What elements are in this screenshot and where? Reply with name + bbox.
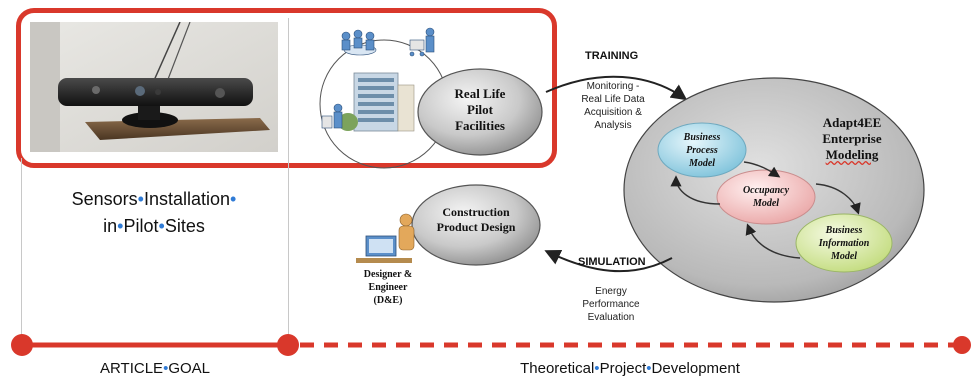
business-information-bubble [795,213,893,273]
designer-label: Designer &Engineer(D&E) [363,269,413,306]
left-border-line [21,158,22,343]
project-development-label: Theoretical•Project•Development [520,360,740,377]
training-arrow [545,75,688,101]
training-label: TRAINING [585,50,639,62]
occupancy-bubble [716,169,816,225]
middle-divider-line [288,18,289,343]
sensors-caption-line1: Sensors•Installation• [71,189,237,209]
sensor-photo [30,21,278,152]
person-clipboard-icon [321,103,343,129]
timeline-start-dot [11,334,33,356]
timeline-middle-dot [277,334,299,356]
article-goal-label: ARTICLE•GOAL [99,360,211,377]
construction-bubble [411,184,541,266]
simulation-arrow [544,249,673,273]
sensors-caption: Sensors•Installation• in•Pilot•Sites [30,186,278,240]
sensor-device-photo [30,21,278,152]
office-building-icon [338,72,415,132]
people-meeting-icon [341,29,377,56]
person-cart-icon [409,27,435,57]
business-process-bubble [657,122,747,178]
timeline-end-dot [953,336,971,354]
designer-computer-icon [356,213,415,263]
simulation-label: SIMULATION [578,256,646,268]
sensors-caption-line2: in•Pilot•Sites [103,216,205,236]
real-life-bubble [417,68,543,156]
